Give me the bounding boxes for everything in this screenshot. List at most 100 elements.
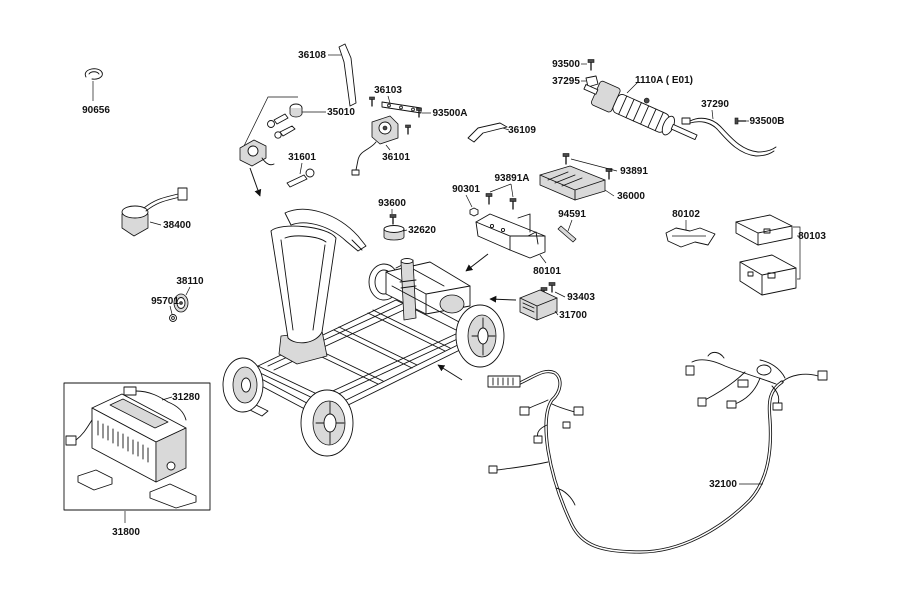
harness-branch-right — [691, 359, 777, 385]
part-label: 1110A ( E01) — [635, 75, 693, 86]
controller-fins — [547, 171, 583, 187]
front-right-wheel-spokes — [315, 401, 345, 445]
part-labels: 90656 36108 93500 37295 1110A ( E01) 350… — [82, 50, 826, 538]
part-label: 38110 — [176, 276, 204, 287]
assembly-arrow — [465, 253, 489, 272]
scooter-main-assembly — [222, 208, 505, 457]
part-93403 — [540, 282, 566, 298]
part-label: 80103 — [798, 231, 826, 242]
leader-line — [567, 219, 573, 232]
leader-line — [570, 158, 618, 172]
harness-connector — [573, 406, 584, 416]
bent-bar — [467, 122, 508, 143]
rear-right-wheel-hub — [477, 327, 489, 345]
part-label: 94591 — [558, 209, 586, 220]
part-label: 31800 — [112, 527, 140, 538]
transaxle-motor — [583, 80, 698, 141]
leader-line — [387, 95, 391, 104]
part-36103 — [381, 95, 422, 114]
charger-foot — [149, 483, 197, 509]
screw-head — [509, 198, 517, 202]
charger-output-cord — [75, 419, 93, 441]
part-label: 93891A — [494, 173, 529, 184]
screw-head — [416, 107, 422, 111]
part-label: 36000 — [617, 191, 645, 202]
assembly-arrow — [489, 295, 517, 303]
screw-head — [562, 153, 570, 157]
bracket-hole — [489, 223, 495, 229]
leader-line — [169, 305, 173, 315]
horn-center — [179, 301, 183, 305]
leader-line — [554, 291, 566, 298]
assembly-arrow — [437, 364, 463, 381]
part-36101 — [351, 115, 399, 176]
leader-line — [502, 127, 510, 131]
wire-connector — [351, 169, 360, 176]
part-80102 — [665, 220, 716, 248]
charger-plug — [123, 386, 137, 396]
part-90301 — [465, 194, 479, 217]
part-31700 — [489, 289, 559, 321]
part-label: 90656 — [82, 105, 110, 116]
part-label: 36108 — [298, 50, 326, 61]
part-93600 — [389, 209, 397, 225]
leader-line — [299, 162, 303, 175]
nut — [169, 314, 177, 322]
screw-head — [587, 59, 595, 63]
part-label: 32620 — [408, 225, 436, 236]
axle-shaft-left — [583, 84, 599, 95]
harness-plug — [488, 465, 498, 474]
tiller-contour — [280, 235, 327, 331]
harness-trunk-inner — [519, 370, 783, 553]
motor-ribs — [618, 95, 664, 132]
part-90656 — [84, 68, 103, 101]
bracket-tab — [517, 213, 539, 245]
part-36109 — [467, 122, 510, 143]
harness-connector — [737, 379, 749, 388]
part-label: 35010 — [327, 107, 355, 118]
part-label: 93891 — [620, 166, 648, 177]
harness-branch-right — [704, 371, 746, 401]
part-37290 — [681, 109, 777, 157]
key-bow — [267, 120, 275, 128]
part-label: 31700 — [559, 310, 587, 321]
switch-knob-center — [382, 125, 388, 131]
axle-shaft — [670, 123, 698, 141]
screw-head — [485, 193, 493, 197]
frame-crossmembers — [298, 309, 451, 385]
leader-line — [402, 229, 408, 232]
part-35010 — [239, 96, 326, 197]
part-label: 93500A — [432, 108, 467, 119]
leader-line — [385, 144, 391, 151]
part-37295 — [581, 75, 599, 88]
harness-loop — [756, 364, 772, 376]
part-36000 — [539, 165, 615, 201]
cylinder-top — [383, 225, 405, 233]
switch-face — [247, 145, 259, 157]
breaker-edge — [519, 297, 558, 321]
seat-post — [400, 259, 417, 321]
group-bracket — [242, 96, 298, 149]
part-label: 95701 — [151, 296, 179, 307]
tiller — [270, 225, 337, 344]
part-label: 38400 — [163, 220, 191, 231]
clip-ring-inner — [88, 71, 100, 75]
assembly-arrow — [249, 167, 262, 197]
part-label: 93500B — [749, 116, 784, 127]
rear-motor — [439, 294, 465, 314]
plate-hole — [411, 107, 415, 112]
relay-wire — [143, 193, 179, 209]
harness-connector — [685, 365, 695, 376]
cover-plate — [665, 227, 716, 248]
nut — [469, 207, 479, 217]
plate-slot — [747, 271, 754, 277]
motor-wire — [689, 117, 777, 153]
screw-head — [548, 282, 556, 286]
key — [286, 174, 308, 188]
wire-connector — [681, 117, 691, 125]
pin — [557, 225, 577, 243]
leader-line — [626, 81, 639, 94]
plate-fold — [739, 261, 797, 296]
part-32100 — [437, 351, 828, 554]
part-label: 37295 — [552, 76, 580, 87]
